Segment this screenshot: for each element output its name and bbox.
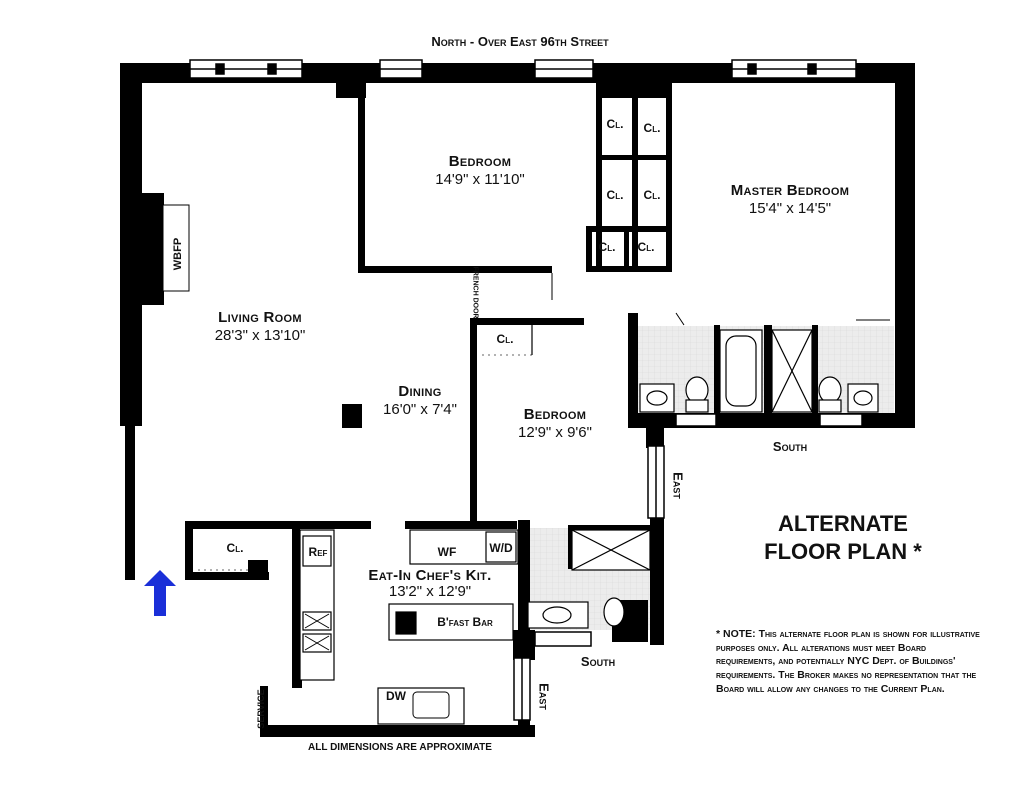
south-label-master-bath: South: [772, 439, 808, 454]
bedroom-north-dims: 14'9" x 11'10": [435, 171, 525, 188]
range-burners: [304, 613, 330, 651]
dw-label: DW: [386, 689, 406, 703]
south-label-kitchen-bath: South: [580, 654, 616, 669]
wbfp-label: WBFP: [172, 237, 184, 271]
closet-label: Cl.: [598, 240, 616, 254]
plan-title-line1: ALTERNATE: [778, 511, 908, 536]
living-room-name: Living Room: [218, 309, 302, 326]
bfast-bar-label: B'fast Bar: [437, 615, 493, 629]
living-room-dims: 28'3" x 13'10": [214, 327, 306, 344]
fireplace-hearth: [162, 204, 190, 292]
dimensions-footer: All dimensions are approximate: [308, 742, 492, 753]
ref-label: Ref: [308, 545, 328, 559]
sink: [412, 691, 450, 719]
closet-label: Cl.: [496, 332, 514, 346]
east-windows: [513, 445, 665, 721]
tiled-floors: [530, 326, 894, 630]
closet-label: Cl.: [606, 117, 624, 131]
north-windows: [189, 59, 857, 79]
closet-label: Cl.: [643, 121, 661, 135]
kitchen-dims: 13'2" x 12'9": [388, 583, 472, 600]
disclaimer-note: * NOTE: This alternate floor plan is sho…: [716, 628, 980, 695]
wd-label: W/D: [489, 541, 513, 555]
door-swings: [551, 273, 890, 326]
east-label-kitchen: East: [536, 683, 552, 710]
bath-1-fixtures: [527, 529, 651, 629]
master-bedroom-dims: 15'4" x 14'5": [748, 200, 832, 217]
closet-label: Cl.: [226, 541, 244, 555]
bedroom-east-name: Bedroom: [523, 406, 587, 423]
bedroom-north-name: Bedroom: [448, 153, 512, 170]
service-label: Service: [256, 689, 266, 729]
bedroom-east-dims: 12'9" x 9'6": [518, 424, 592, 441]
closet-label: Cl.: [637, 240, 655, 254]
plan-title-line2: FLOOR PLAN *: [764, 538, 922, 564]
french-door-label: French Door: [471, 266, 479, 319]
wf-label: WF: [437, 545, 457, 559]
plan-title: ALTERNATE FLOOR PLAN *: [748, 510, 938, 565]
dining-dims: 16'0" x 7'4": [383, 401, 457, 418]
master-bedroom-name: Master Bedroom: [730, 182, 850, 199]
closet-label: Cl.: [643, 188, 661, 202]
east-label-bedroom: East: [670, 472, 686, 499]
entry-arrow-icon: [144, 570, 176, 616]
street-label: North - Over East 96th Street: [431, 34, 609, 49]
dining-name: Dining: [398, 383, 442, 400]
bath-2-fixtures: [639, 329, 879, 413]
kitchen-name: Eat-In Chef's Kit.: [368, 567, 492, 584]
closet-label: Cl.: [606, 188, 624, 202]
south-windows: [534, 413, 863, 647]
